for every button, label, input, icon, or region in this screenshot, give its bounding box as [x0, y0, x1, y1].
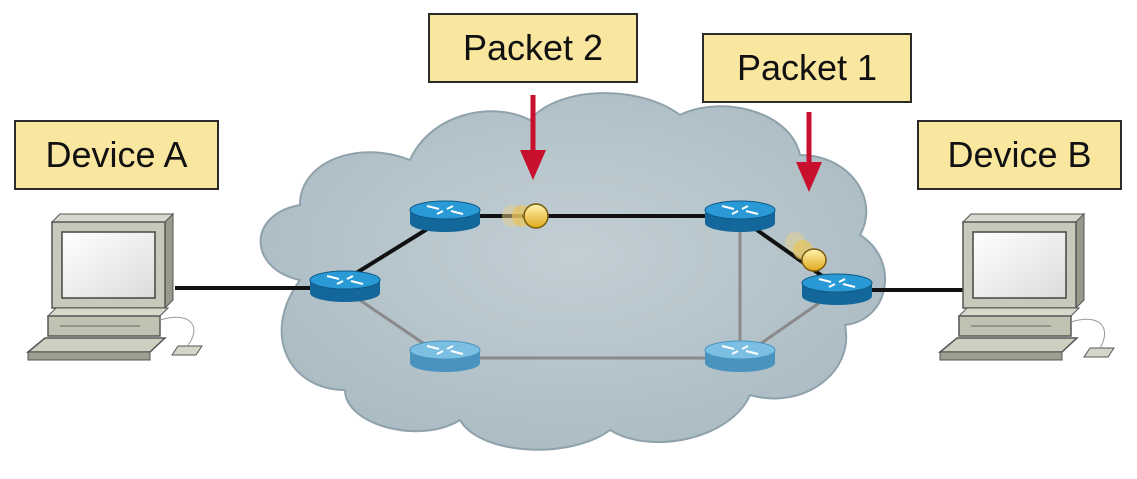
down-arrow-icon — [520, 150, 546, 180]
router-icon — [721, 205, 759, 215]
device-a-label: Device A — [14, 120, 219, 190]
packet-2-marker — [502, 203, 549, 229]
packet-icon — [801, 248, 827, 272]
router-icon — [818, 278, 856, 288]
desktop-computer-icon — [937, 212, 1115, 361]
device-b-computer — [937, 212, 1115, 361]
device-a-computer — [25, 212, 203, 361]
router-r6 — [801, 273, 873, 305]
router-icon — [426, 345, 464, 355]
router-icon — [721, 345, 759, 355]
packet-1-arrow — [796, 112, 822, 192]
router-icon — [326, 275, 364, 285]
packet-2-arrow — [520, 95, 546, 180]
desktop-computer-icon — [25, 212, 203, 361]
router-r3 — [704, 200, 776, 232]
down-arrow-icon — [796, 162, 822, 192]
packet-1-label: Packet 1 — [702, 33, 912, 103]
router-r5 — [704, 340, 776, 372]
packet-2-label: Packet 2 — [428, 13, 638, 83]
device-b-label: Device B — [917, 120, 1122, 190]
packet-1-marker — [785, 232, 827, 272]
router-icon — [426, 205, 464, 215]
router-r1 — [309, 270, 381, 302]
packet-icon — [523, 203, 549, 229]
router-r4 — [409, 340, 481, 372]
router-r2 — [409, 200, 481, 232]
